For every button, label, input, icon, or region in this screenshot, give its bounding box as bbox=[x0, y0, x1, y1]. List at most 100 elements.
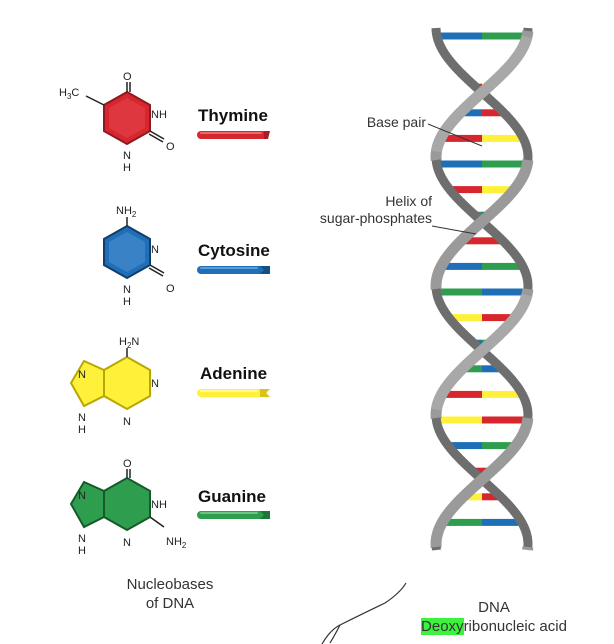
backbone-segment bbox=[521, 401, 532, 408]
base-pair-half bbox=[441, 262, 482, 270]
backbone-segment-front bbox=[450, 369, 463, 381]
guanine-n9: N bbox=[78, 533, 86, 545]
backbone-segment bbox=[469, 479, 481, 492]
thymine-bar bbox=[197, 131, 270, 139]
base-pair-half bbox=[482, 288, 528, 296]
backbone-segment bbox=[493, 231, 504, 242]
backbone-segment bbox=[493, 360, 504, 371]
dna-caption-rest: ribonucleic acid bbox=[463, 618, 567, 635]
backbone-segment bbox=[475, 473, 488, 486]
backbone-segment bbox=[507, 376, 518, 386]
base-pair-half bbox=[482, 134, 524, 142]
guanine-n7: N bbox=[78, 490, 86, 502]
backbone-segment-front bbox=[432, 398, 445, 406]
backbone-segment-front bbox=[475, 86, 488, 99]
backbone-segment bbox=[484, 93, 495, 104]
base-pair-half bbox=[461, 237, 482, 245]
backbone-segment bbox=[447, 243, 460, 255]
backbone-segment bbox=[493, 102, 504, 113]
backbone-segment bbox=[516, 388, 527, 397]
cytosine-bar bbox=[197, 266, 270, 274]
thymine-nh: NH bbox=[151, 109, 167, 121]
adenine-n7: N bbox=[78, 369, 86, 381]
backbone-segment-front bbox=[433, 136, 446, 145]
backbone-segment-front bbox=[469, 350, 481, 363]
backbone-segment-front bbox=[469, 92, 481, 105]
guanine-label: Guanine bbox=[198, 487, 267, 506]
base-pair-half bbox=[482, 314, 516, 322]
backbone-segment bbox=[522, 147, 533, 153]
base-pair-half bbox=[436, 32, 482, 40]
backbone-segment bbox=[490, 486, 501, 497]
backbone-segment bbox=[487, 225, 498, 236]
backbone-segment bbox=[440, 252, 453, 263]
guanine-bar bbox=[197, 511, 270, 519]
helix-pointer bbox=[431, 225, 477, 235]
backbone-segment bbox=[436, 517, 449, 527]
backbone-segment bbox=[440, 510, 453, 521]
backbone-segment bbox=[456, 492, 468, 504]
backbone-segment-front bbox=[438, 385, 451, 395]
pen-stroke bbox=[321, 582, 407, 644]
backbone-segment bbox=[493, 489, 504, 500]
backbone-segment bbox=[490, 357, 501, 368]
backbone-segment bbox=[516, 259, 527, 268]
backbone-segment bbox=[459, 231, 471, 243]
base-pair-half bbox=[449, 186, 482, 194]
backbone-segment bbox=[514, 385, 525, 395]
base-pair-half bbox=[436, 160, 482, 168]
guanine-n3: N bbox=[123, 537, 131, 549]
backbone-segment-front bbox=[445, 117, 457, 129]
base-pair-half bbox=[482, 237, 503, 245]
backbone-segment bbox=[472, 218, 484, 231]
backbone-segment bbox=[502, 240, 513, 251]
guanine-molecule: O NH N NH2 N N H bbox=[69, 458, 187, 557]
backbone-segment bbox=[516, 130, 527, 139]
backbone-segment bbox=[447, 501, 460, 513]
backbone-segment bbox=[438, 514, 451, 524]
backbone-segment bbox=[496, 492, 507, 503]
nucleobases-caption-line2: of DNA bbox=[145, 595, 195, 612]
nucleobases-caption-line1: Nucleobases bbox=[126, 576, 214, 593]
backbone-segment bbox=[472, 476, 484, 489]
backbone-segment bbox=[499, 366, 510, 377]
base-pair-half bbox=[482, 186, 515, 194]
backbone-segment bbox=[519, 524, 530, 532]
backbone-segment-front bbox=[442, 120, 455, 131]
backbone-segment-front bbox=[453, 366, 465, 378]
base-pair-annotation: Base pair bbox=[366, 114, 426, 130]
backbone-segment bbox=[520, 527, 531, 535]
backbone-segment bbox=[514, 256, 525, 266]
base-pair-half bbox=[436, 288, 482, 296]
backbone-segment bbox=[514, 514, 525, 524]
backbone-segment bbox=[484, 351, 495, 362]
backbone-segment bbox=[505, 502, 516, 512]
cytosine-nh2: NH2 bbox=[116, 205, 137, 219]
backbone-segment bbox=[518, 262, 528, 271]
backbone-segment bbox=[512, 382, 523, 392]
thymine-o-top: O bbox=[123, 71, 132, 83]
cytosine-n-bottom: N bbox=[123, 284, 131, 296]
backbone-segment-front bbox=[450, 111, 463, 123]
backbone-segment bbox=[431, 530, 444, 538]
dna-caption-line2: Deoxyribonucleic acid bbox=[394, 617, 594, 636]
backbone-segment bbox=[505, 244, 516, 254]
backbone-segment bbox=[484, 222, 495, 233]
backbone-segment-front bbox=[459, 102, 471, 114]
backbone-segment-front bbox=[436, 130, 449, 140]
backbone-segment bbox=[430, 275, 443, 282]
backbone-segment bbox=[436, 259, 449, 269]
backbone-segment bbox=[521, 143, 532, 150]
base-pair-half bbox=[482, 416, 528, 424]
base-pair-half bbox=[440, 134, 482, 142]
backbone-segment bbox=[510, 250, 521, 260]
backbone-segment bbox=[430, 533, 443, 540]
backbone-segment bbox=[496, 363, 507, 374]
base-pair-half bbox=[448, 314, 482, 322]
guanine-h9: H bbox=[78, 545, 86, 557]
backbone-segment bbox=[484, 480, 495, 491]
adenine-label: Adenine bbox=[200, 364, 268, 383]
backbone-segment-front bbox=[453, 108, 465, 120]
backbone-segment bbox=[433, 523, 446, 532]
backbone-segment bbox=[462, 485, 475, 498]
